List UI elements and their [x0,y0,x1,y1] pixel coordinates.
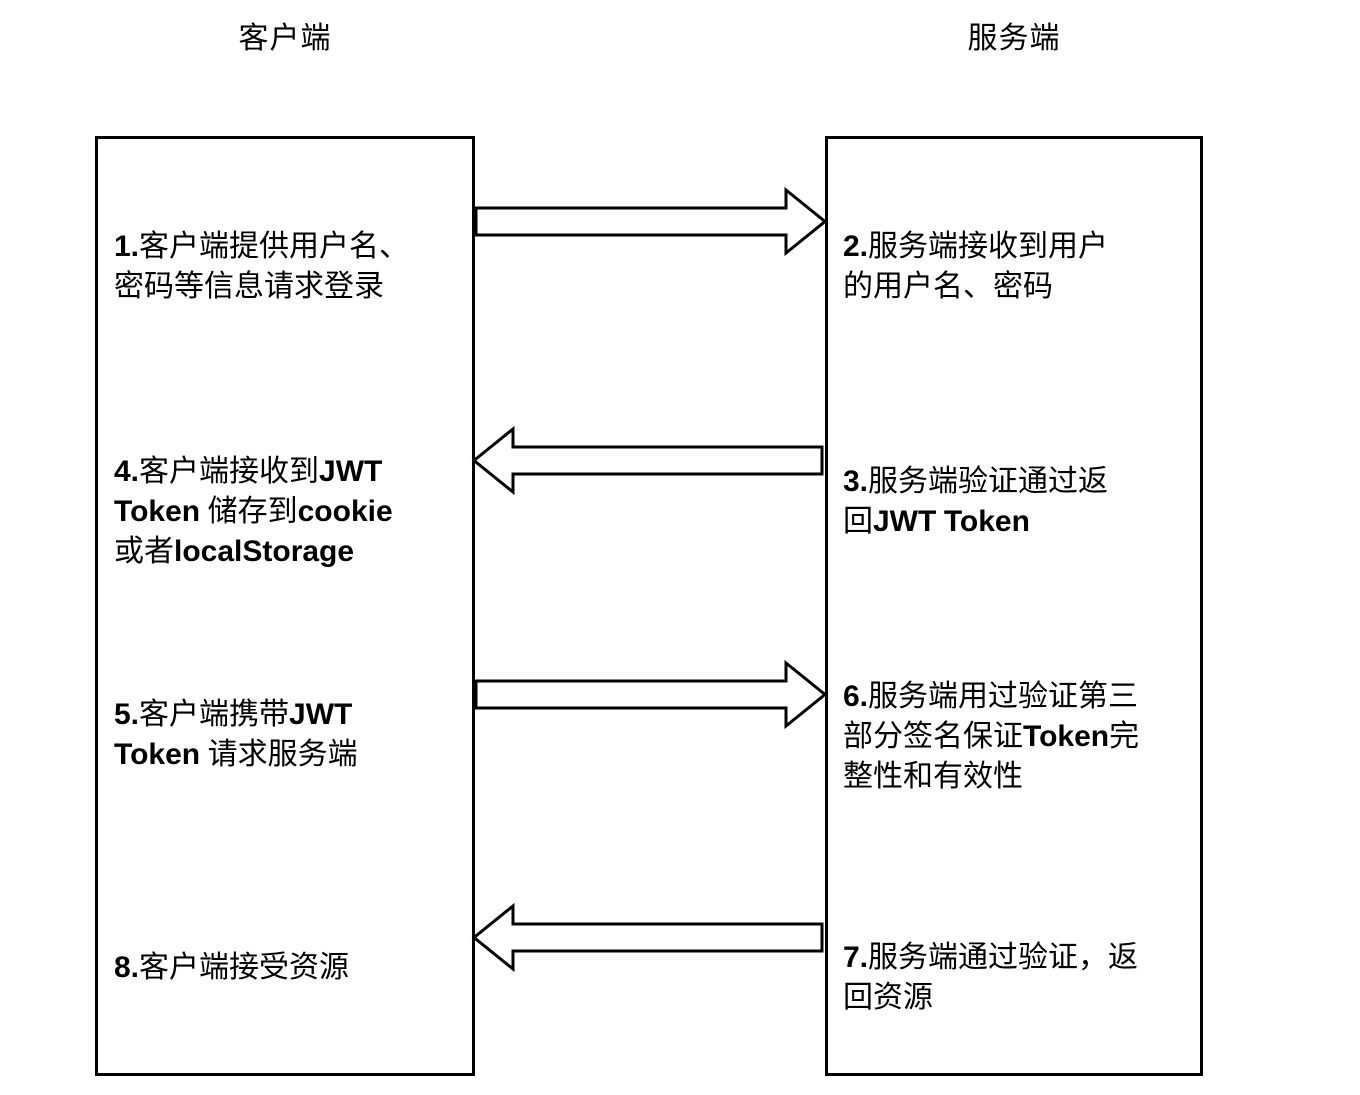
step-6-body: 服务端用过验证第三 部分签名保证Token完 整性和有效性 [843,680,1140,793]
step-2-server-receive-credentials: 2.服务端接收到用户 的用户名、密码 [843,187,1195,307]
step-8-number: 8. [114,951,140,984]
step-3-body: 服务端验证通过返 回JWT Token [843,465,1109,538]
step-2-number: 2. [843,230,869,263]
server-lifeline-box [825,136,1203,1076]
step-3-number: 3. [843,465,869,498]
client-lifeline-box [95,136,475,1076]
step-7-server-return-resource: 7.服务端通过验证，返 回资源 [843,898,1195,1018]
step-4-client-store-token: 4.客户端接收到JWT Token 储存到cookie 或者localStora… [114,412,466,572]
column-header-client: 客户端 [238,22,332,55]
step-5-body: 客户端携带JWT Token 请求服务端 [114,698,358,771]
step-1-number: 1. [114,230,140,263]
step-8-body: 客户端接受资源 [139,951,350,984]
column-header-server: 服务端 [967,22,1061,55]
step-6-server-verify-signature: 6.服务端用过验证第三 部分签名保证Token完 整性和有效性 [843,637,1195,797]
step-7-number: 7. [843,941,869,974]
step-4-number: 4. [114,455,140,488]
step-8-client-receive-resource: 8.客户端接受资源 [114,908,466,988]
step-6-number: 6. [843,680,869,713]
step-4-body: 客户端接收到JWT Token 储存到cookie 或者localStorage [114,455,393,568]
step-1-client-login-request: 1.客户端提供用户名、 密码等信息请求登录 [114,187,466,307]
step-3-server-return-token: 3.服务端验证通过返 回JWT Token [843,422,1195,542]
step-5-client-send-token: 5.客户端携带JWT Token 请求服务端 [114,655,466,775]
step-5-number: 5. [114,698,140,731]
step-7-body: 服务端通过验证，返 回资源 [843,941,1139,1014]
step-1-body: 客户端提供用户名、 密码等信息请求登录 [114,230,410,303]
step-2-body: 服务端接收到用户 的用户名、密码 [843,230,1109,303]
